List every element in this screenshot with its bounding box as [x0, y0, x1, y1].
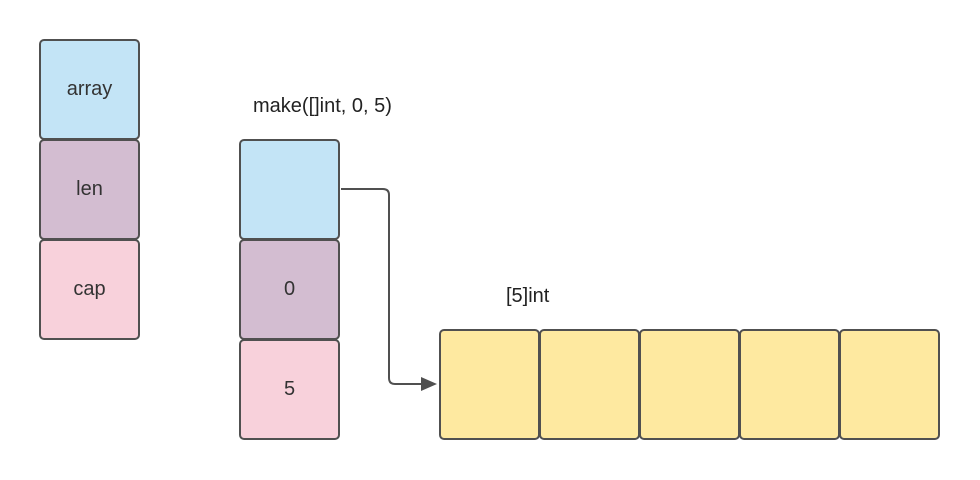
legend-cap-field: cap — [39, 239, 140, 340]
backing-array-cell-4 — [839, 329, 940, 440]
pointer-arrow-head — [421, 377, 437, 391]
backing-array-cell-2 — [639, 329, 740, 440]
slice-expression-label: make([]int, 0, 5) — [253, 95, 392, 117]
pointer-arrow-line — [341, 188, 423, 385]
slice-len-field: 0 — [239, 239, 340, 340]
slice-array-pointer-field — [239, 139, 340, 240]
slice-cap-field: 5 — [239, 339, 340, 440]
backing-array-cell-0 — [439, 329, 540, 440]
backing-array-cell-3 — [739, 329, 840, 440]
backing-array-type-label: [5]int — [506, 285, 550, 307]
legend-array-field: array — [39, 39, 140, 140]
